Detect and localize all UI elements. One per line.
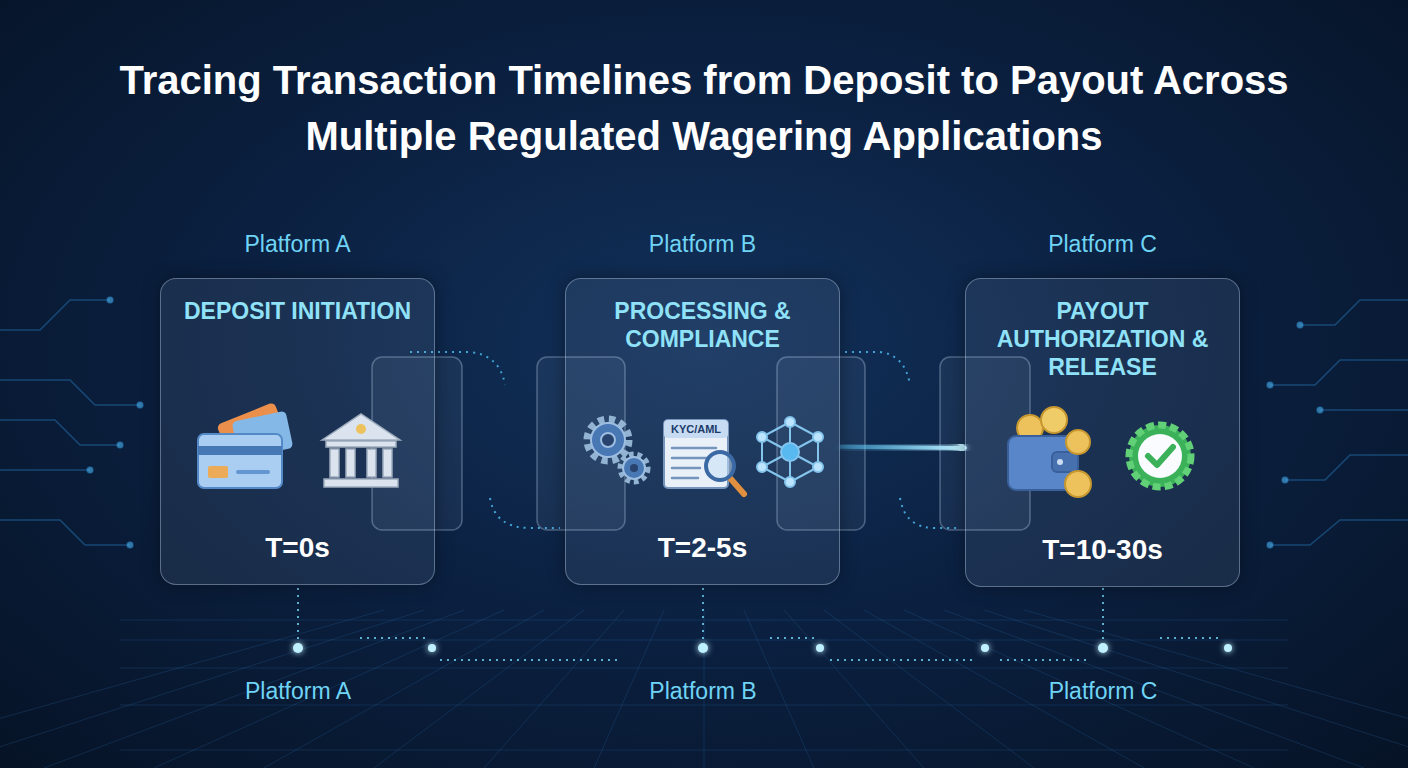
decor-shape [44,610,464,768]
decor-shape [1098,643,1108,653]
decor-shape [904,610,1254,768]
decor-shape [154,610,504,768]
decor-shape [120,750,1288,751]
decor-shape [0,469,90,471]
decor-shape [1320,409,1408,411]
decor-shape [297,588,299,645]
decor-shape [120,640,1288,641]
platform-heading: Platform A [141,231,454,258]
timeline-label: Platform C [1003,678,1203,705]
stage-title: PROCESSING & COMPLIANCE [580,297,825,353]
flow-arrow [840,447,965,448]
decor-shape [484,610,624,768]
decor-shape [944,610,1364,768]
decor-shape [1270,360,1408,385]
floor-grid [0,610,1408,768]
decor-shape [0,420,120,445]
decor-shape [0,520,130,545]
decor-shape [1300,300,1408,325]
stage-panel: Platform ADEPOSIT INITIATIONT=0s [160,278,435,585]
decor-shape [824,610,1034,768]
decor-shape [981,644,989,652]
decor-shape [1267,542,1273,548]
decor-shape [87,467,93,473]
decor-shape [1224,644,1232,652]
decor-shape [0,300,110,330]
decor-shape [0,610,424,768]
decor-shape [107,297,113,303]
time-stamp: T=2-5s [566,532,839,564]
title: Tracing Transaction Timelines from Depos… [74,52,1334,164]
decor-shape [1317,407,1323,413]
decor-shape [1267,382,1273,388]
decor-shape [120,705,1288,706]
timeline [150,588,1262,660]
decor-shape [830,659,975,661]
platform-heading: Platform B [546,231,859,258]
platform-heading: Platform C [946,231,1259,258]
decor-shape [117,442,123,448]
decor-shape [137,402,143,408]
decor-shape [1160,637,1220,639]
decor-shape [374,610,584,768]
decor-shape [428,644,436,652]
decor-shape [1282,477,1288,483]
timeline-label: Platform A [198,678,398,705]
decor-shape [1000,659,1090,661]
decor-shape [360,637,425,639]
decor-shape [440,659,620,661]
flow-arrow [435,445,565,449]
decor-shape [127,542,133,548]
stage-title: DEPOSIT INITIATION [175,297,420,325]
decor-shape [770,637,815,639]
decor-shape [702,588,704,645]
decor-shape [900,498,960,528]
decor-shape [1297,322,1303,328]
stage-panel: Platform CPAYOUT AUTHORIZATION & RELEASE… [965,278,1240,587]
decor-shape [0,380,140,405]
timeline-label: Platform B [603,678,803,705]
decor-shape [1285,455,1408,480]
decor-shape [120,668,1288,669]
decor-shape [816,644,824,652]
decor-shape [120,620,1288,621]
decor-shape [1102,588,1104,645]
decor-shape [784,610,924,768]
decor-shape [845,352,910,385]
decor-shape [490,498,560,528]
decor-shape [293,643,1232,653]
time-stamp: T=10-30s [966,534,1239,566]
decor-shape [293,643,303,653]
decor-shape [298,588,1220,660]
stage-title: PAYOUT AUTHORIZATION & RELEASE [980,297,1225,381]
decor-shape [698,643,708,653]
decor-shape [1270,520,1408,545]
document-tag: KYC/AML [664,423,728,435]
decor-shape [984,610,1408,768]
time-stamp: T=0s [161,532,434,564]
